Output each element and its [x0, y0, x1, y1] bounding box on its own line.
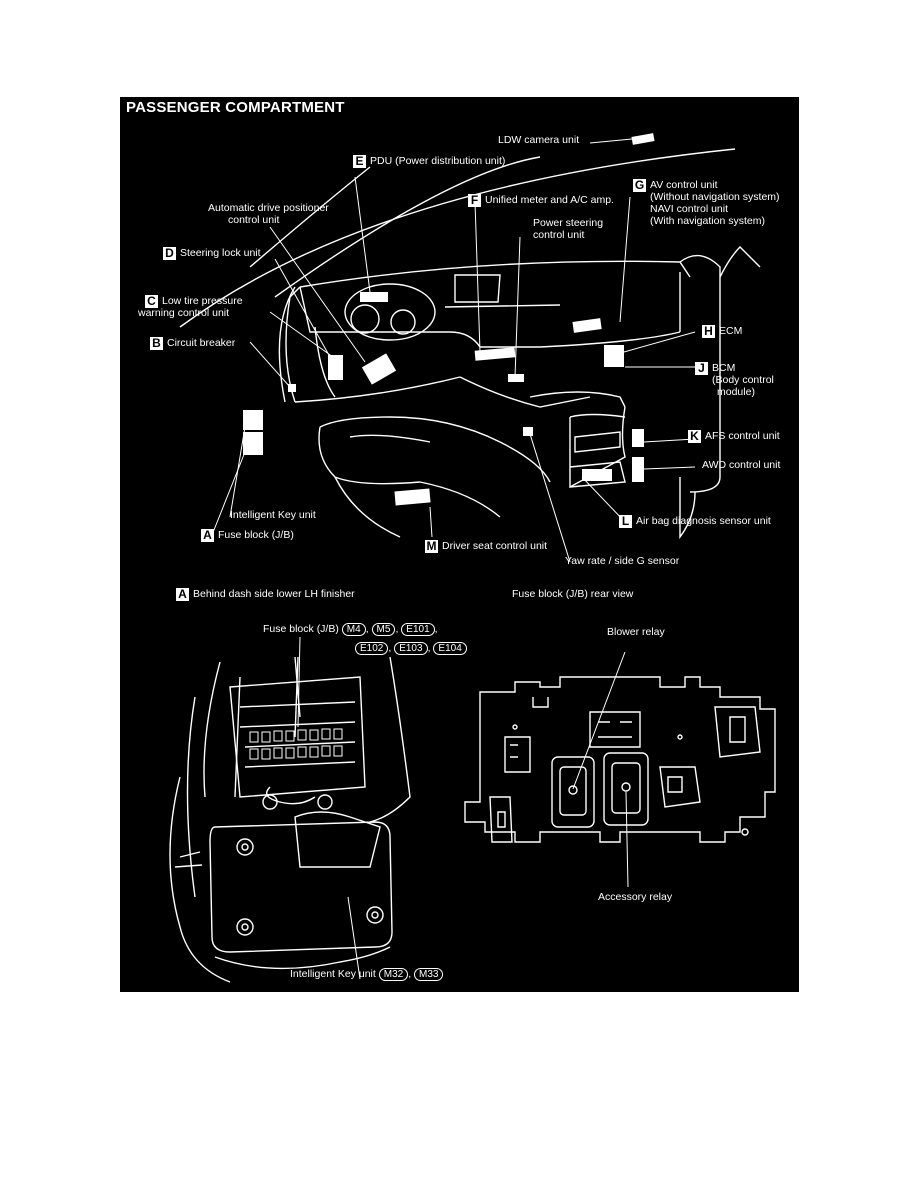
label-behind-dash: Behind dash side lower LH finisher	[193, 588, 355, 600]
marker-a: A	[201, 529, 214, 542]
fuse-block-location-illustration	[169, 656, 411, 983]
label-yaw-rate: Yaw rate / side G sensor	[565, 555, 680, 567]
label-unified-meter: Unified meter and A/C amp.	[485, 194, 614, 206]
label-intelligent-key: Intelligent Key unit	[230, 509, 316, 521]
label-fuse-block: Fuse block (J/B)	[218, 529, 294, 541]
connector-m5: M5	[371, 623, 396, 636]
label-blower-relay: Blower relay	[607, 626, 665, 638]
label-adp-2: control unit	[228, 214, 280, 226]
connector-m33: M33	[414, 968, 444, 981]
label-av-with-nav: (With navigation system)	[650, 215, 765, 227]
marker-m: M	[425, 539, 438, 553]
connector-m32: M32	[378, 968, 409, 981]
label-fuse-conn-title: Fuse block (J/B)	[263, 623, 339, 635]
label-bcm: BCM	[712, 362, 736, 374]
components	[243, 133, 655, 506]
label-tire-2: warning control unit	[138, 307, 230, 319]
label-ecm: ECM	[719, 325, 743, 337]
separator: ,	[388, 642, 392, 654]
page-title: PASSENGER COMPARTMENT	[126, 99, 345, 116]
label-airbag: Air bag diagnosis sensor unit	[636, 515, 771, 527]
label-av-control: AV control unit	[650, 179, 718, 191]
diagram-panel: PASSENGER COMPARTMENT LDW camera unit E …	[120, 97, 799, 992]
marker-e: E	[353, 155, 366, 168]
connector-e104: E104	[433, 642, 467, 655]
label-ldw-camera: LDW camera unit	[498, 134, 580, 146]
connector-e102: E102	[355, 642, 389, 655]
label-power-steering-1: Power steering	[533, 217, 604, 229]
label-navi-control: NAVI control unit	[650, 203, 729, 215]
connector-e101: E101	[401, 623, 435, 636]
marker-k: K	[688, 430, 701, 443]
fuse-block-rear-view-illustration	[464, 676, 776, 843]
connector-m4: M4	[341, 623, 366, 636]
label-awd: AWD control unit	[702, 459, 781, 471]
cabin-outline	[179, 148, 761, 540]
separator: ,	[427, 642, 431, 654]
label-fuse-connectors: Fuse block (J/B) M4, M5, E101,	[263, 623, 438, 636]
label-bcm-3: module)	[717, 386, 755, 398]
separator: ,	[434, 623, 438, 635]
rear-view-leaders	[297, 636, 629, 980]
marker-g: G	[633, 178, 646, 192]
label-afs: AFS control unit	[705, 430, 780, 442]
label-av-without-nav: (Without navigation system)	[650, 191, 780, 203]
marker-j: J	[695, 362, 708, 375]
label-driver-seat: Driver seat control unit	[442, 540, 548, 552]
marker-d: D	[163, 247, 176, 260]
label-ikey-conn-title: Intelligent Key unit	[290, 968, 376, 980]
label-power-steering-2: control unit	[533, 229, 585, 241]
separator: ,	[408, 968, 412, 980]
label-tire-1: Low tire pressure	[162, 295, 243, 307]
label-circuit-breaker: Circuit breaker	[167, 337, 236, 349]
marker-h: H	[702, 325, 715, 338]
label-steering-lock: Steering lock unit	[180, 247, 261, 259]
marker-l: L	[619, 515, 632, 528]
passenger-compartment-illustration	[169, 133, 776, 983]
marker-f: F	[468, 194, 481, 207]
label-intelligent-key-connectors: Intelligent Key unit M32, M33	[290, 968, 444, 981]
label-fuse-connectors-row2: E102, E103, E104	[355, 642, 467, 655]
label-adp-1: Automatic drive positioner	[208, 202, 329, 214]
separator: ,	[395, 623, 399, 635]
label-bcm-2: (Body control	[712, 374, 774, 386]
connector-e103: E103	[394, 642, 428, 655]
label-rear-view: Fuse block (J/B) rear view	[512, 588, 634, 600]
leader-lines	[211, 138, 696, 563]
label-pdu: PDU (Power distribution unit)	[370, 155, 506, 167]
marker-b: B	[150, 337, 163, 350]
marker-c: C	[145, 295, 158, 308]
marker-a-lower: A	[176, 588, 189, 601]
label-accessory-relay: Accessory relay	[598, 891, 673, 903]
separator: ,	[365, 623, 369, 635]
